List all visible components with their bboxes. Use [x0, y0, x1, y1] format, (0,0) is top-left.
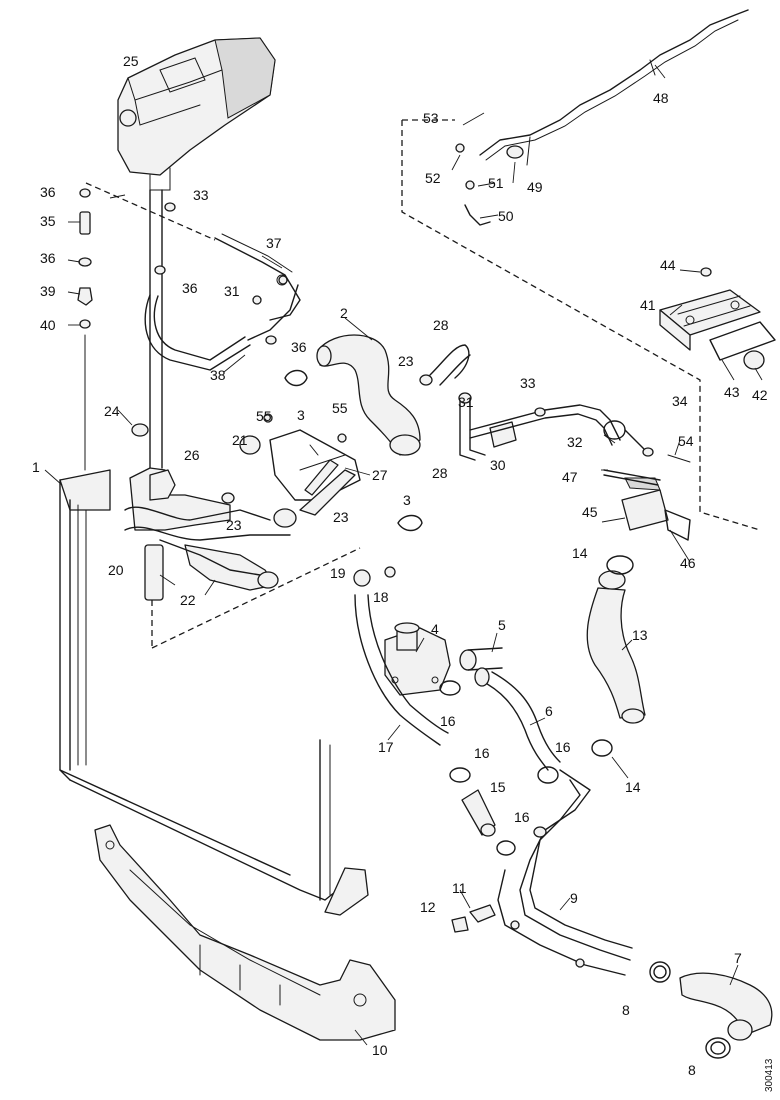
expansion-tank [117, 37, 276, 191]
callout-36b: 36 [40, 250, 56, 266]
callout-54: 54 [678, 433, 694, 449]
callout-30: 30 [490, 457, 506, 473]
callout-18: 18 [373, 589, 389, 605]
callout-22: 22 [180, 592, 196, 608]
callout-11: 11 [452, 880, 467, 896]
callout-28a: 28 [433, 317, 449, 333]
sensor-47 [603, 469, 661, 486]
drawing-code: 300413 [764, 1058, 775, 1092]
hose-7-clamp-8 [649, 961, 773, 1059]
thermostat-housing-assembly [124, 413, 361, 601]
hose-13 [586, 570, 646, 724]
callout-46: 46 [680, 555, 696, 571]
upper-hose-2 [316, 334, 421, 456]
callout-37: 37 [266, 235, 282, 251]
callout-labels: 1 2 3 3 4 5 6 7 8 8 9 10 11 12 13 14 14 … [32, 53, 768, 1078]
callout-5: 5 [498, 617, 506, 633]
callout-4: 4 [431, 621, 439, 637]
water-pump [384, 622, 503, 696]
bleed-screw-stack [77, 188, 93, 471]
callout-14: 14 [572, 545, 588, 561]
callout-2: 2 [340, 305, 348, 321]
callout-27: 27 [372, 467, 388, 483]
callout-45: 45 [582, 504, 598, 520]
callout-51: 51 [488, 175, 504, 191]
callout-34: 34 [672, 393, 688, 409]
fittings [154, 202, 288, 345]
callout-32: 32 [567, 434, 583, 450]
callout-33b: 33 [520, 375, 536, 391]
pipe-9 [451, 769, 633, 976]
callout-36d: 36 [291, 339, 307, 355]
callout-42: 42 [752, 387, 768, 403]
callout-31a: 31 [224, 283, 240, 299]
callout-39: 39 [40, 283, 56, 299]
radiator [59, 469, 369, 916]
callout-36c: 36 [182, 280, 198, 296]
callout-47: 47 [562, 469, 578, 485]
hose-15 [439, 680, 559, 856]
callout-23b: 23 [333, 509, 349, 525]
callout-50: 50 [498, 208, 514, 224]
callout-44: 44 [660, 257, 676, 273]
callout-55a: 55 [256, 408, 272, 424]
callout-3b: 3 [403, 492, 411, 508]
callout-25: 25 [123, 53, 139, 69]
callout-12: 12 [420, 899, 436, 915]
callout-8b: 8 [688, 1062, 696, 1078]
hose-clamps-14 [591, 555, 634, 757]
callout-23c: 23 [398, 353, 414, 369]
callout-40: 40 [40, 317, 56, 333]
callout-52: 52 [425, 170, 441, 186]
bracket-37 [214, 233, 301, 321]
callout-16a: 16 [440, 713, 456, 729]
callout-28b: 28 [432, 465, 448, 481]
callout-13: 13 [632, 627, 648, 643]
callout-48: 48 [653, 90, 669, 106]
callout-10: 10 [372, 1042, 388, 1058]
callout-16c: 16 [555, 739, 571, 755]
callout-24: 24 [104, 403, 120, 419]
tank-hoses [144, 189, 299, 469]
callout-38: 38 [210, 367, 226, 383]
callout-6: 6 [545, 703, 553, 719]
pipe-32 [469, 404, 691, 463]
callout-41: 41 [640, 297, 656, 313]
callout-26: 26 [184, 447, 200, 463]
callout-55b: 55 [332, 400, 348, 416]
callout-19: 19 [330, 565, 346, 581]
callout-23a: 23 [226, 517, 242, 533]
callout-16b: 16 [474, 745, 490, 761]
callout-14b: 14 [625, 779, 641, 795]
callout-8: 8 [622, 1002, 630, 1018]
callout-7: 7 [734, 950, 742, 966]
callout-43: 43 [724, 384, 740, 400]
callout-53: 53 [423, 110, 439, 126]
callout-49: 49 [527, 179, 543, 195]
callout-15: 15 [490, 779, 506, 795]
leader-lines [44, 64, 763, 1046]
callout-36a: 36 [40, 184, 56, 200]
callout-21: 21 [232, 432, 248, 448]
callout-20: 20 [108, 562, 124, 578]
crossmember [94, 824, 396, 1041]
heater-valve-assembly [621, 267, 776, 541]
hose-clamps-3 [284, 369, 423, 532]
callout-31b: 31 [458, 394, 474, 410]
callout-17: 17 [378, 739, 394, 755]
hose-17 [353, 566, 449, 746]
callout-1: 1 [32, 459, 40, 475]
hose-6 [474, 667, 561, 771]
callout-3: 3 [297, 407, 305, 423]
callout-35: 35 [40, 213, 56, 229]
callout-33a: 33 [193, 187, 209, 203]
small-hose-28 [419, 344, 517, 461]
callout-16d: 16 [514, 809, 530, 825]
callout-9: 9 [570, 890, 578, 906]
wire-harness-48 [455, 9, 749, 226]
